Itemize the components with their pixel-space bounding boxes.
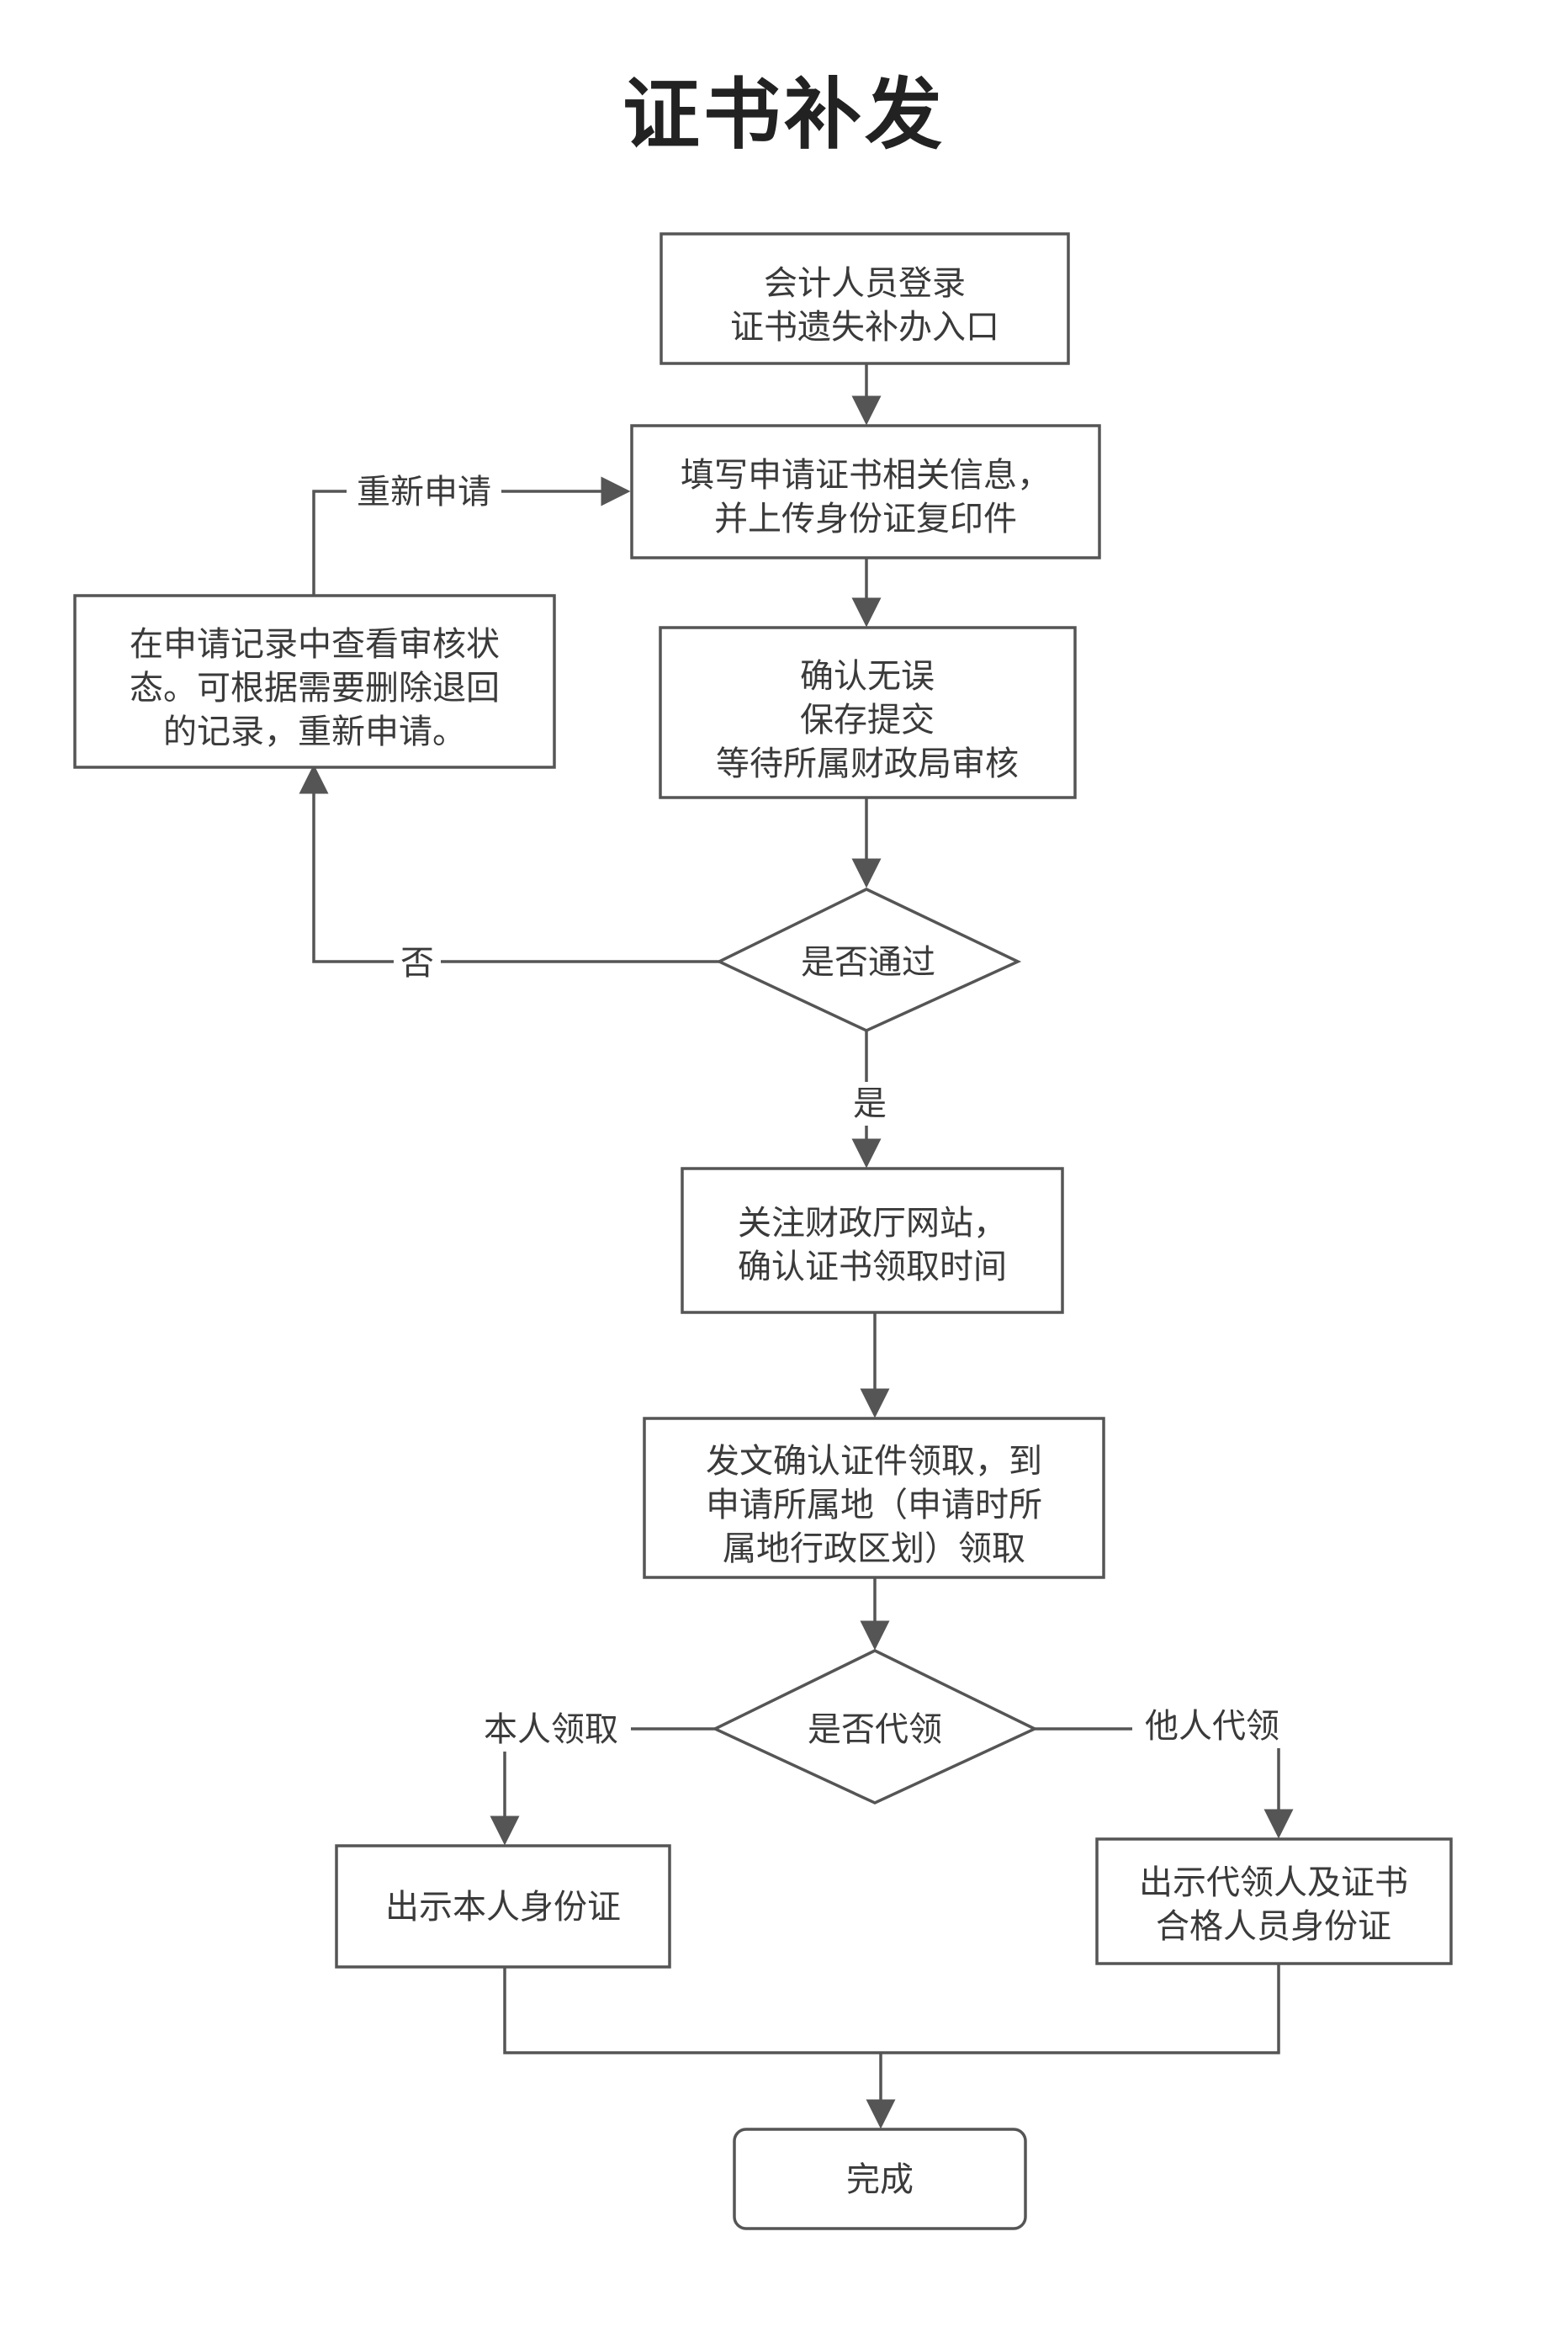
edge-self-to-merge (503, 1964, 1280, 2054)
node-approved-decision: 是否通过 (715, 888, 1022, 1032)
node-approved-decision-text: 是否通过 (801, 943, 935, 982)
edge-label-reapply: 重新申请 (347, 468, 501, 515)
node-proxy-id-line-2: 合格人员身份证 (1156, 1907, 1391, 1946)
node-fill-form: 填写申请证书相关信息， 并上传身份证复印件 (630, 424, 1101, 559)
node-notice-line-3: 属地行政区划）领取 (723, 1529, 1025, 1568)
node-done-text: 完成 (846, 2160, 914, 2199)
edge-label-yes-text: 是 (853, 1084, 887, 1123)
node-confirm-submit-line-2: 保存提交 (800, 701, 935, 739)
node-login-line-1: 会计人员登录 (764, 264, 966, 303)
node-check-status-line-2: 态。可根据需要删除退回 (130, 669, 500, 708)
edge-label-no-text: 否 (400, 944, 434, 983)
node-watch-site: 关注财政厅网站， 确认证书领取时间 (681, 1167, 1064, 1314)
node-confirm-submit: 确认无误 保存提交 等待所属财政局审核 (659, 626, 1077, 799)
node-check-status: 在申请记录中查看审核状 态。可根据需要删除退回 的记录，重新申请。 (73, 594, 556, 769)
node-self-id-text: 出示本人身份证 (385, 1888, 621, 1927)
edge-label-proxy-pickup: 他人代领 (1132, 1704, 1292, 1748)
edge-label-no: 否 (394, 941, 441, 984)
page-title: 证书补发 (622, 70, 946, 160)
node-proxy-decision-text: 是否代领 (808, 1710, 942, 1749)
node-fill-form-line-2: 并上传身份证复印件 (714, 500, 1017, 538)
edge-label-self-pickup-text: 本人领取 (484, 1710, 618, 1749)
node-watch-site-line-2: 确认证书领取时间 (738, 1248, 1007, 1286)
node-login: 会计人员登录 证书遗失补办入口 (660, 232, 1070, 365)
node-check-status-line-1: 在申请记录中查看审核状 (130, 625, 500, 664)
node-confirm-submit-line-3: 等待所属财政局审核 (716, 745, 1019, 783)
node-watch-site-line-1: 关注财政厅网站， (738, 1204, 1007, 1243)
node-login-line-2: 证书遗失补办入口 (730, 308, 999, 347)
edge-no-to-check-status (299, 764, 719, 963)
edge-label-reapply-text: 重新申请 (357, 473, 491, 512)
edge-label-yes: 是 (846, 1082, 893, 1126)
node-confirm-submit-line-1: 确认无误 (800, 657, 935, 696)
node-notice-line-1: 发文确认证件领取，到 (706, 1442, 1042, 1481)
node-proxy-id: 出示代领人及证书 合格人员身份证 (1095, 1837, 1453, 1965)
node-check-status-line-3: 的记录，重新申请。 (163, 713, 466, 751)
node-proxy-decision: 是否代领 (711, 1649, 1039, 1805)
edge-label-self-pickup: 本人领取 (471, 1708, 631, 1752)
node-done: 完成 (733, 2128, 1027, 2230)
node-notice: 发文确认证件领取，到 申请所属地（申请时所 属地行政区划）领取 (643, 1417, 1105, 1579)
edge-label-proxy-pickup-text: 他人代领 (1145, 1707, 1279, 1746)
node-proxy-id-line-1: 出示代领人及证书 (1139, 1863, 1408, 1902)
node-self-id: 出示本人身份证 (335, 1844, 671, 1969)
node-notice-line-2: 申请所属地（申请时所 (706, 1486, 1042, 1524)
edge-reapply-to-form (312, 476, 631, 596)
node-fill-form-line-1: 填写申请证书相关信息， (681, 456, 1051, 495)
